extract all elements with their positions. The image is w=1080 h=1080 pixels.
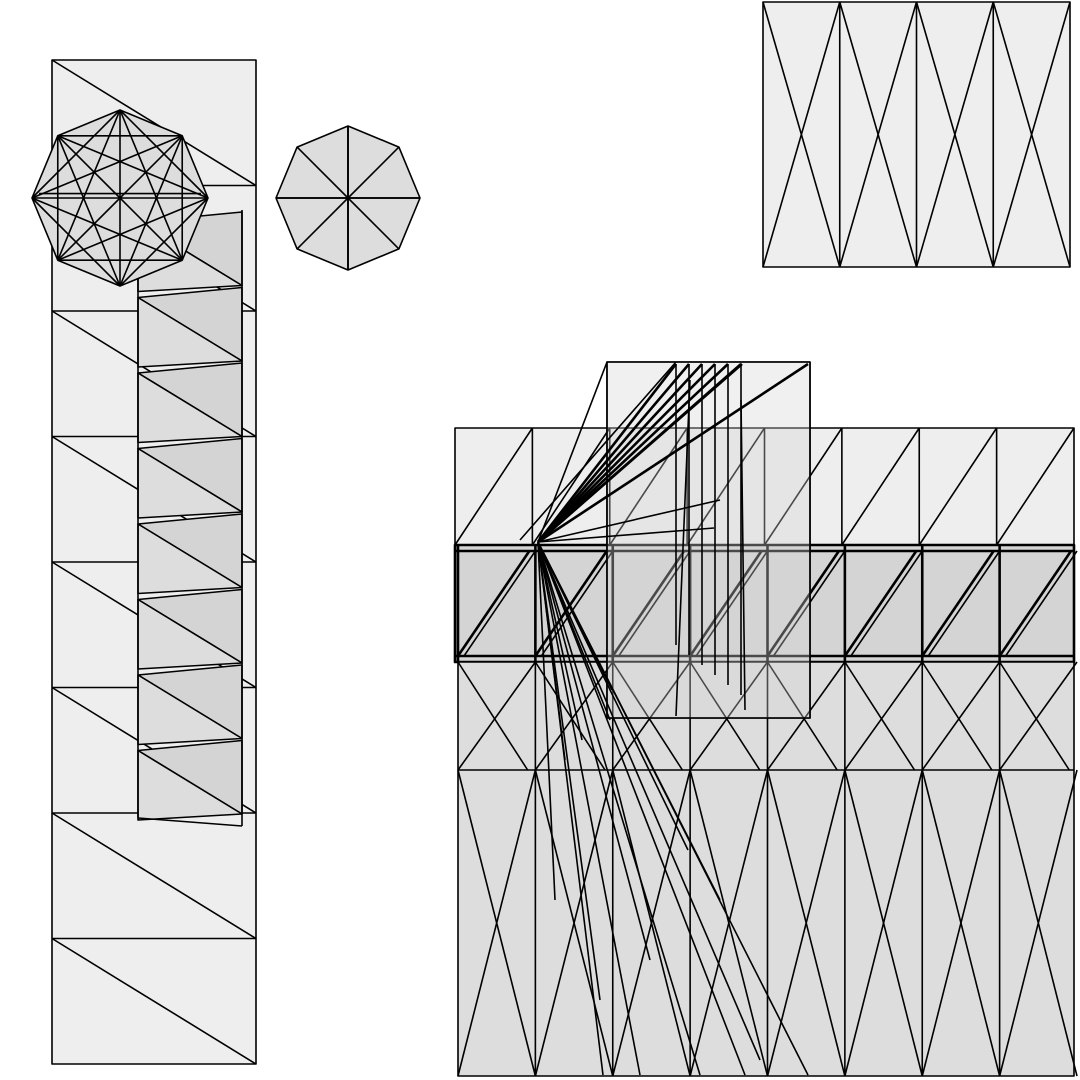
overlay-spoke [537, 541, 651, 961]
octagon-chord [31, 109, 121, 199]
band-middle-diagonal [534, 550, 608, 657]
octagon-spoke [296, 197, 349, 250]
row-lower-diagonal [689, 661, 761, 771]
band-middle-diagonal [843, 550, 918, 657]
row-top-diagonal [995, 427, 1075, 546]
overlay-spoke [537, 362, 809, 544]
row-lower-diagonal [766, 769, 846, 1077]
octagon-spoke [119, 135, 183, 199]
row-top-diagonal [841, 427, 920, 546]
row-lower-diagonal [921, 661, 993, 771]
octagon-chord [119, 197, 209, 287]
grid-diagonal [915, 1, 995, 268]
row-lower-diagonal [921, 661, 1001, 771]
row-lower-diagonal [844, 661, 923, 771]
octagon-chord [31, 197, 121, 287]
row-lower-diagonal [998, 661, 1070, 771]
octagon-spoke [57, 135, 121, 199]
row-lower-diagonal [611, 769, 691, 1077]
row-top-diagonal [609, 427, 688, 546]
overlay-spoke [537, 363, 703, 543]
band-middle-diagonal [463, 550, 537, 657]
band-middle-diagonal [611, 550, 686, 657]
octagon-spoke [57, 197, 121, 261]
row-lower-diagonal [998, 661, 1078, 771]
overlay-spoke [519, 361, 677, 541]
band-middle-diagonal [921, 550, 995, 657]
band-middle-diagonal [927, 550, 1001, 657]
overlay-spoke [537, 363, 743, 543]
band-middle-diagonal [618, 550, 691, 657]
band-middle-diagonal [850, 550, 923, 657]
row-lower-diagonal [689, 769, 769, 1077]
overlay-spoke [537, 363, 716, 543]
octagon-chord [31, 135, 183, 199]
left-zigzag-mesh [137, 210, 243, 827]
band-middle-diagonal [1004, 550, 1078, 657]
overlay-spoke [537, 541, 604, 1076]
row-lower-diagonal [844, 661, 916, 771]
band-middle-diagonal [766, 550, 840, 657]
overlay-spoke [537, 541, 601, 1001]
row-lower-diagonal [921, 769, 1001, 1077]
band-middle-diagonal [540, 550, 614, 657]
overlay-spoke [537, 541, 761, 1061]
row-lower-diagonal [766, 661, 846, 771]
overlay-fill [606, 361, 811, 719]
overlay-spoke [537, 541, 746, 1076]
left-octagon-mesh [31, 109, 209, 287]
strip-cell-diagonal [51, 812, 257, 940]
overlay-spoke [537, 527, 715, 543]
grid-diagonal [762, 1, 841, 268]
row-lower-diagonal [766, 661, 838, 771]
overlay-spoke [537, 541, 641, 1076]
octagon-spoke [119, 197, 183, 261]
octagon-spoke [347, 197, 400, 250]
lower-right-overlay-mesh [519, 361, 811, 1076]
band-middle-diagonal [998, 550, 1073, 657]
row-top-diagonal [531, 427, 611, 546]
overlay-spoke [537, 541, 721, 901]
row-lower-diagonal [457, 661, 537, 771]
overlay-spoke [537, 541, 701, 1076]
row-lower-diagonal [457, 661, 529, 771]
row-lower-diagonal [612, 661, 684, 771]
overlay-spoke [537, 363, 690, 543]
band-middle-diagonal [456, 550, 531, 657]
overlay-vertical [675, 379, 691, 717]
strip-cell-diagonal [51, 937, 257, 1065]
band-middle-diagonal [695, 550, 769, 657]
strip-cell-diagonal [51, 59, 257, 187]
octagon-spoke [296, 146, 349, 199]
row-lower-diagonal [844, 769, 924, 1077]
grid-diagonal [992, 1, 1071, 268]
octagon-chord [119, 109, 209, 199]
row-lower-diagonal [689, 661, 769, 771]
overlay-spoke [537, 541, 556, 901]
zigzag-bottom-edge [137, 817, 243, 827]
octagon-chord [57, 135, 209, 199]
overlay-edge [537, 361, 608, 543]
band-middle-diagonal [772, 550, 846, 657]
row-top-diagonal [686, 427, 766, 546]
top-right-grid-mesh [762, 1, 1071, 268]
overlay-vertical [740, 399, 746, 711]
row-top-diagonal [454, 427, 534, 546]
row-top-diagonal [918, 427, 998, 546]
overlay-spoke [537, 541, 583, 741]
overlay-spoke [536, 363, 678, 543]
small-octagon-mesh [275, 125, 421, 271]
octagon-spoke [347, 146, 400, 199]
overlay-spoke [537, 363, 729, 543]
row-lower-diagonal [534, 769, 614, 1077]
grid-diagonal [838, 1, 918, 268]
row-lower-diagonal [534, 661, 606, 771]
row-top-diagonal [763, 427, 843, 546]
row-lower-diagonal [457, 769, 537, 1077]
row-lower-diagonal [998, 769, 1078, 1077]
